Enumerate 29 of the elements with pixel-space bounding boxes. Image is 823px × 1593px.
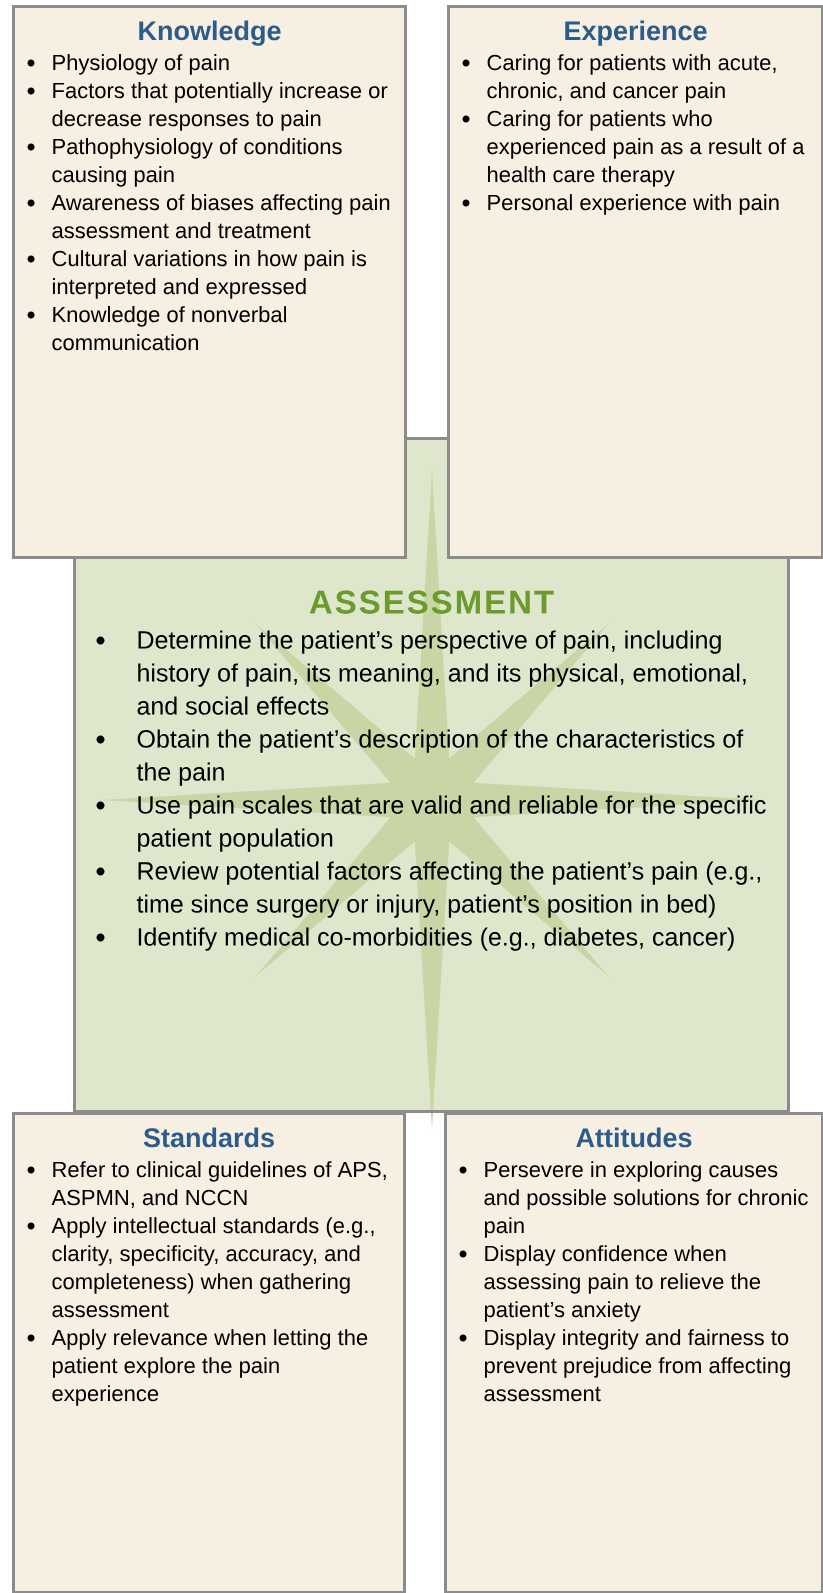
bullet-item: Caring for patients with acute, chronic, and cancer pain (462, 54, 776, 103)
bullet-item: Awareness of biases affecting pain assessment and treatment (27, 194, 390, 239)
bullet-item: Caring for patients who experienced pain as a result of a health care therapy (462, 110, 805, 187)
bullet-item: Determine the patient’s perspective of pain, including history of pain, its meaning, and its physical, emotional, and social effects (96, 630, 746, 715)
info-box (447, 5, 823, 559)
bullet-item: Obtain the patient’s description of the characteristics of the pain (96, 729, 744, 786)
bullet-item: Apply intellectual standards (e.g., clarity, specificity, accuracy, and completeness) when gathering assessment (27, 1217, 374, 1318)
bullet-item: Review potential factors affecting the patient’s pain (e.g., time since surgery or injury, patient’s position in bed) (96, 861, 760, 918)
box-heading: Experience (565, 20, 707, 46)
bullet-item: Factors that potentially increase or decrease responses to pain (27, 82, 388, 131)
bullet-item: Physiology of pain (27, 54, 229, 75)
box-heading: ASSESSMENT (309, 590, 554, 614)
box-heading: Standards (143, 1127, 274, 1148)
bullet-item: Personal experience with pain (462, 194, 779, 215)
bullet-item: Cultural variations in how pain is interpreted and expressed (27, 250, 367, 299)
box-heading: Knowledge (139, 20, 281, 46)
bullet-item: Identify medical co-morbidities (e.g., diabetes, cancer) (96, 927, 734, 951)
bullet-item: Knowledge of nonverbal communication (27, 306, 287, 351)
bullet-item: Display integrity and fairness to prevent prejudice from affecting assessment (459, 1329, 790, 1402)
bullet-item: Apply relevance when letting the patient explore the pain experience (27, 1329, 368, 1406)
info-box (12, 1112, 406, 1593)
bullet-item: Refer to clinical guidelines of APS, ASPMN, and NCCN (27, 1161, 386, 1208)
bullet-item: Pathophysiology of conditions causing pain (27, 138, 342, 187)
bullet-item: Persevere in exploring causes and possible solutions for chronic pain (459, 1161, 808, 1238)
info-box (12, 5, 407, 559)
bullet-item: Use pain scales that are valid and reliable for the specific patient population (96, 795, 766, 852)
box-heading: Attitudes (576, 1127, 692, 1148)
bullet-item: Display confidence when assessing pain to relieve the patient’s anxiety (459, 1245, 761, 1322)
info-box (444, 1112, 823, 1593)
